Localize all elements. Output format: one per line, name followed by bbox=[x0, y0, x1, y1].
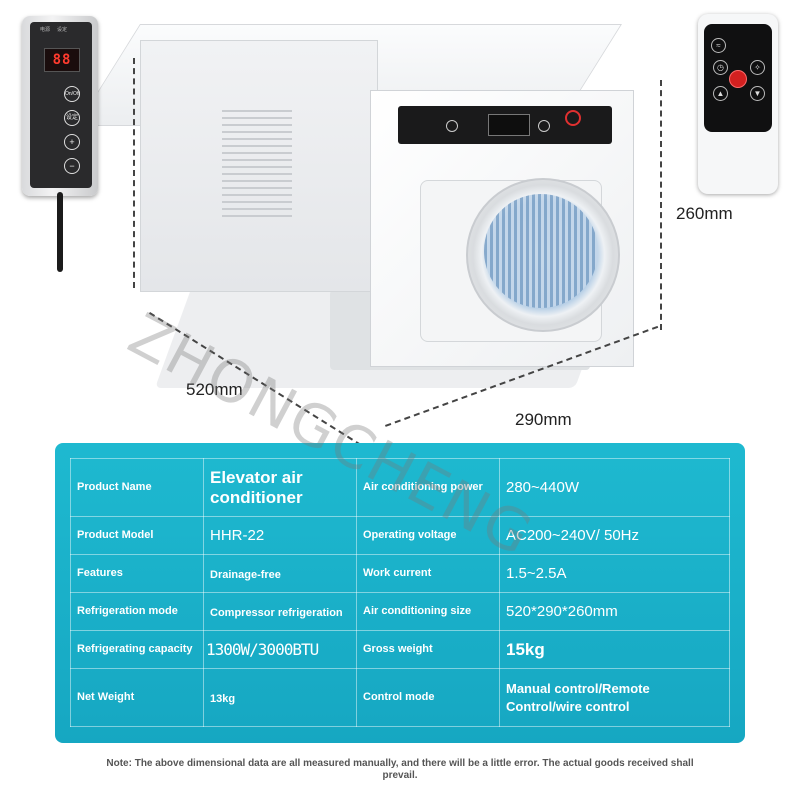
wired-plus-button[interactable]: + bbox=[64, 134, 80, 150]
length-label: 520mm bbox=[186, 380, 243, 399]
table-row: Net Weight 13kg Control mode Manual cont… bbox=[70, 668, 730, 727]
mode-icon: ◷ bbox=[713, 60, 728, 75]
spec-value-capacity: 1300W/3000BTU bbox=[206, 639, 319, 659]
spec-label-control-mode: Control mode bbox=[356, 668, 500, 727]
measurement-note: Note: The above dimensional data are all… bbox=[106, 758, 694, 781]
spec-value-model: HHR-22 bbox=[210, 526, 265, 544]
up-arrow-icon: ▲ bbox=[713, 86, 728, 101]
wired-set-button[interactable]: 设定 bbox=[64, 110, 80, 126]
depth-label: 290mm bbox=[515, 410, 572, 429]
wired-controller-display: 88 bbox=[44, 48, 80, 72]
spec-value-net-weight: 13kg bbox=[210, 692, 236, 705]
spec-value-product-name: Elevator air conditioner bbox=[210, 467, 303, 507]
table-row: Refrigeration mode Compressor refrigerat… bbox=[70, 592, 730, 631]
wired-controller-top-labels: 电源 设定 bbox=[40, 26, 82, 34]
unit-display bbox=[488, 114, 530, 136]
spec-value-control-mode: Manual control/Remote Control/wire contr… bbox=[506, 680, 650, 714]
wifi-icon: ≈ bbox=[711, 38, 726, 53]
spec-value-features: Drainage-free bbox=[210, 568, 281, 581]
spec-label-refrigeration-mode: Refrigeration mode bbox=[70, 592, 204, 631]
evaporator-coil bbox=[484, 194, 598, 308]
spec-value-gross-weight: 15kg bbox=[506, 639, 545, 659]
spec-value-refrigeration-mode: Compressor refrigeration bbox=[210, 606, 343, 619]
spec-label-capacity: Refrigerating capacity bbox=[70, 630, 204, 669]
spec-value-current: 1.5~2.5A bbox=[506, 564, 567, 582]
spec-label-features: Features bbox=[70, 554, 204, 593]
down-arrow-icon: ▼ bbox=[750, 86, 765, 101]
spec-label-net-weight: Net Weight bbox=[70, 668, 204, 727]
height-dimension-line bbox=[660, 80, 662, 330]
wired-onoff-button[interactable]: On/Off bbox=[64, 86, 80, 102]
clock-icon bbox=[446, 120, 458, 132]
light-icon: ✧ bbox=[750, 60, 765, 75]
wired-minus-button[interactable]: − bbox=[64, 158, 80, 174]
table-row: Features Drainage-free Work current 1.5~… bbox=[70, 554, 730, 593]
wired-cable bbox=[57, 192, 63, 272]
spec-label-gross-weight: Gross weight bbox=[356, 630, 500, 669]
spec-label-power: Air conditioning power bbox=[356, 458, 500, 517]
wired-label-power: 电源 bbox=[40, 27, 51, 33]
table-row: Product Model HHR-22 Operating voltage A… bbox=[70, 516, 730, 555]
table-row: Refrigerating capacity 1300W/3000BTU Gro… bbox=[70, 630, 730, 669]
wired-controller-face bbox=[30, 22, 92, 188]
power-icon bbox=[565, 110, 581, 126]
wired-label-set: 设定 bbox=[56, 27, 67, 33]
spec-table: Product Name Elevator air conditioner Ai… bbox=[70, 458, 730, 727]
spec-label-model: Product Model bbox=[70, 516, 204, 555]
fan-icon bbox=[538, 120, 550, 132]
remote-power-button[interactable] bbox=[729, 70, 747, 88]
side-vents bbox=[222, 110, 292, 220]
spec-label-size: Air conditioning size bbox=[356, 592, 500, 631]
height-dimension-line-left bbox=[133, 58, 135, 288]
spec-label-voltage: Operating voltage bbox=[356, 516, 500, 555]
spec-value-power: 280~440W bbox=[506, 478, 579, 496]
spec-value-size: 520*290*260mm bbox=[506, 602, 618, 620]
spec-label-product-name: Product Name bbox=[70, 458, 204, 517]
spec-label-current: Work current bbox=[356, 554, 500, 593]
spec-value-voltage: AC200~240V/ 50Hz bbox=[506, 526, 640, 544]
height-label: 260mm bbox=[676, 204, 733, 223]
